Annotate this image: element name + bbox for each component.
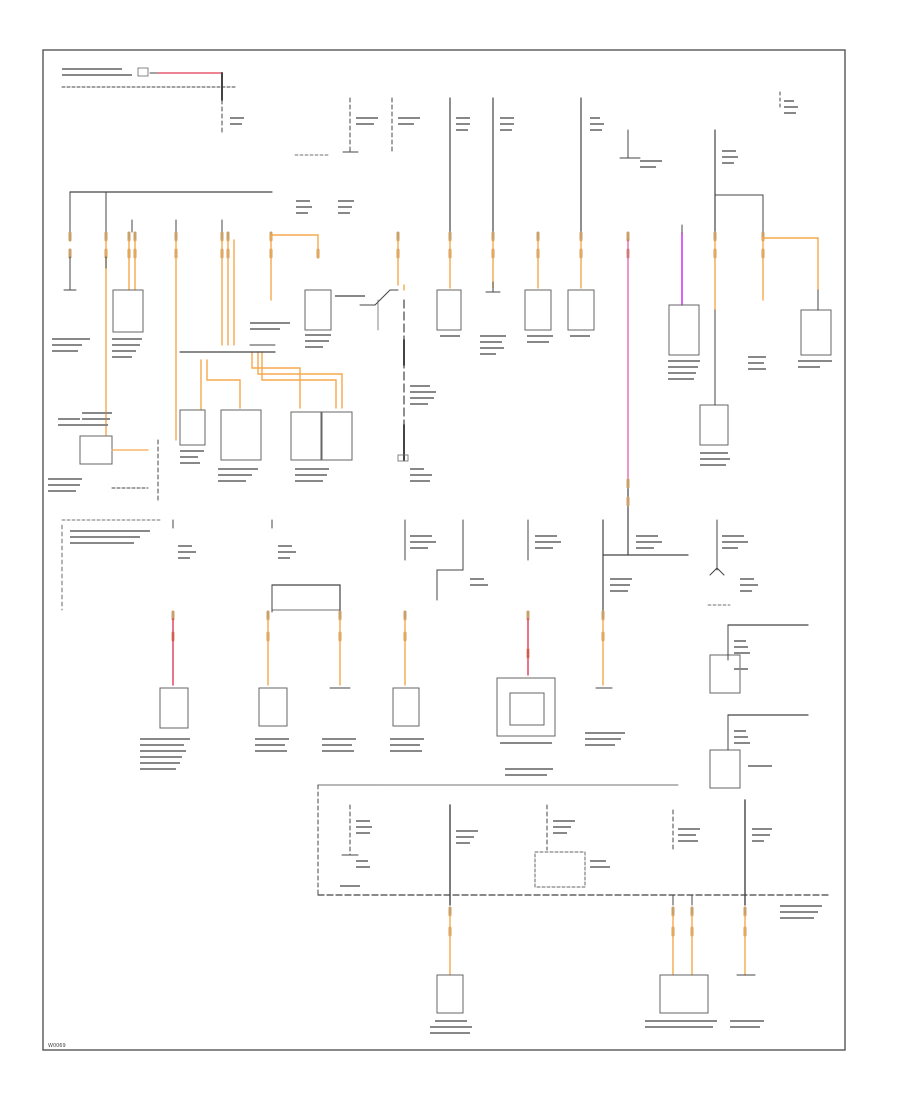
label-marks xyxy=(48,68,832,1034)
corner-code: W0069 xyxy=(48,1043,66,1049)
wiring-content xyxy=(61,67,832,1014)
diagram-frame xyxy=(42,49,846,1051)
